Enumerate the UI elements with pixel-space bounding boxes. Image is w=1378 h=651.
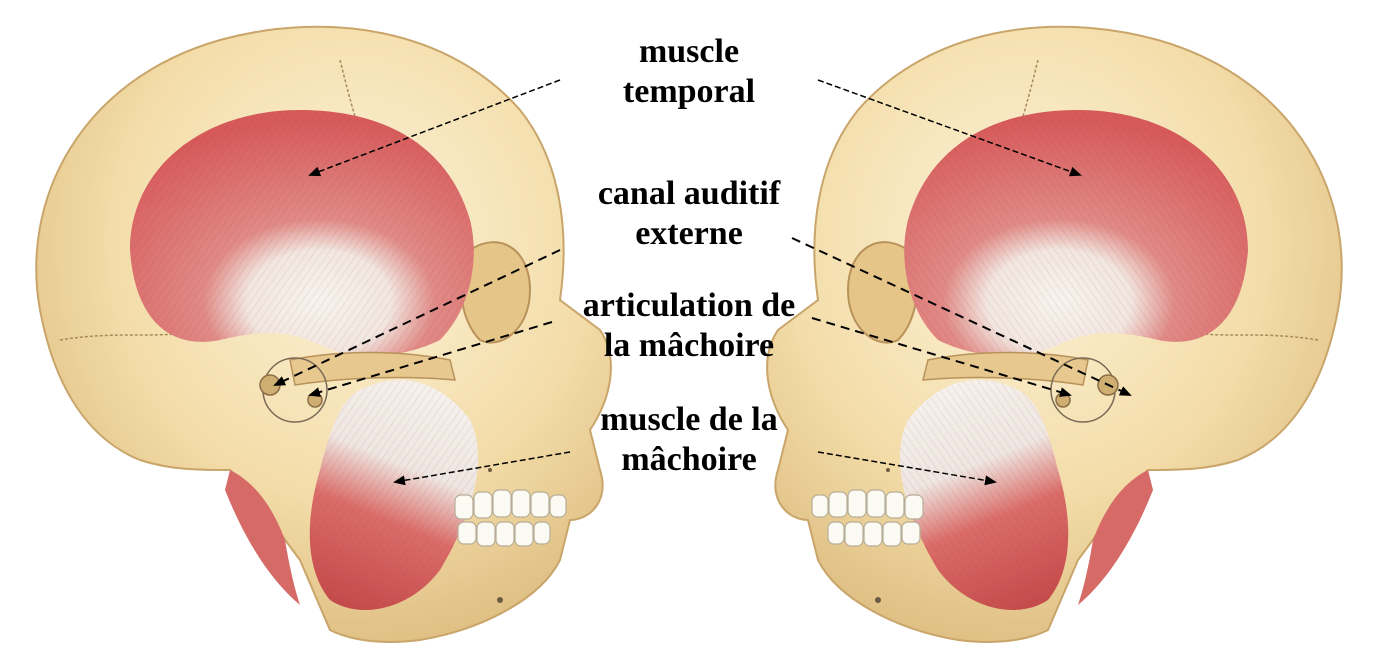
label-line: la mâchoire: [560, 326, 818, 366]
label-external-ear-canal: canal auditif externe: [575, 174, 803, 254]
skull-left: [36, 27, 611, 642]
label-line: canal auditif: [575, 174, 803, 214]
label-line: muscle: [575, 32, 803, 72]
skull-right: [767, 27, 1342, 642]
label-line: articulation de: [560, 286, 818, 326]
label-line: mâchoire: [575, 440, 803, 480]
label-line: temporal: [575, 72, 803, 112]
label-jaw-joint: articulation de la mâchoire: [560, 286, 818, 366]
label-temporal-muscle: muscle temporal: [575, 32, 803, 112]
label-line: muscle de la: [575, 400, 803, 440]
label-jaw-muscle: muscle de la mâchoire: [575, 400, 803, 480]
label-line: externe: [575, 214, 803, 254]
